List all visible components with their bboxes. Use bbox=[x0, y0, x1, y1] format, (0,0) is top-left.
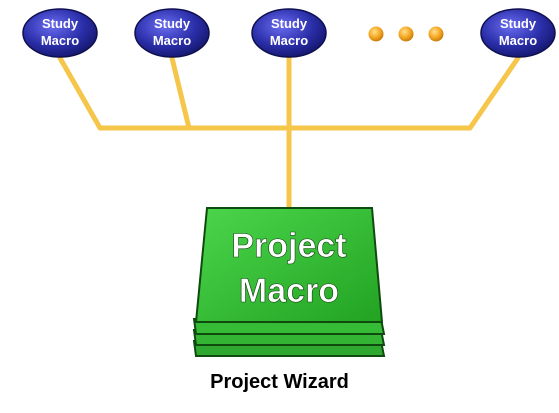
study-macro-line2: Macro bbox=[41, 33, 79, 48]
connectors bbox=[57, 55, 521, 213]
project-macro-line2: Macro bbox=[239, 272, 339, 310]
study-macro-line2: Macro bbox=[153, 33, 191, 48]
study-macro-line1: Study bbox=[271, 16, 308, 31]
ellipsis-dots bbox=[368, 26, 444, 42]
connector-line bbox=[467, 55, 521, 131]
study-macro-ellipse bbox=[134, 8, 210, 58]
study-macro-node: Study Macro bbox=[134, 8, 210, 58]
ellipsis-dot bbox=[368, 26, 384, 42]
project-macro-top bbox=[194, 207, 384, 323]
ellipsis-dot bbox=[428, 26, 444, 42]
study-macro-line1: Study bbox=[154, 16, 191, 31]
diagram-caption: Project Wizard bbox=[210, 371, 349, 393]
study-macro-line1: Study bbox=[500, 16, 537, 31]
study-macro-line1: Study bbox=[42, 16, 79, 31]
connector-line bbox=[169, 55, 192, 131]
project-macro-line1: Project bbox=[231, 227, 346, 265]
study-macro-node: Study Macro bbox=[480, 8, 556, 58]
connector-line bbox=[57, 55, 103, 131]
study-macro-ellipse bbox=[22, 8, 98, 58]
study-macro-node: Study Macro bbox=[22, 8, 98, 58]
ellipsis-dot bbox=[398, 26, 414, 42]
project-macro-stack: Project Macro bbox=[192, 207, 386, 357]
study-macro-ellipse bbox=[251, 8, 327, 58]
study-macro-line2: Macro bbox=[270, 33, 308, 48]
study-macro-line2: Macro bbox=[499, 33, 537, 48]
study-macro-ellipse bbox=[480, 8, 556, 58]
study-macro-node: Study Macro bbox=[251, 8, 327, 58]
